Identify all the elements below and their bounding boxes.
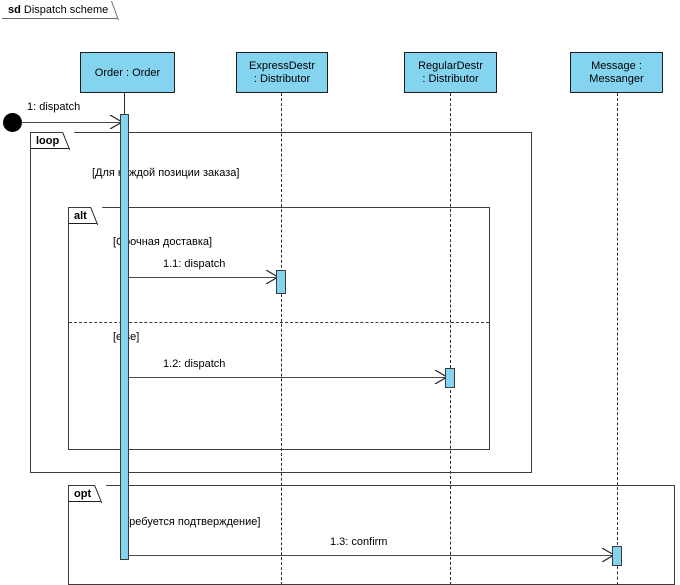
activation-express-distributor[interactable] xyxy=(276,270,286,294)
diagram-kind-keyword: sd xyxy=(8,4,21,16)
diagram-title: Dispatch scheme xyxy=(23,4,109,16)
activation-messenger[interactable] xyxy=(612,546,622,566)
found-message-start-dot xyxy=(3,113,22,132)
lifeline-express-line1: ExpressDestr xyxy=(248,60,316,72)
message-line-dispatch-regular[interactable] xyxy=(129,377,448,378)
lifeline-head-messenger[interactable]: Message : Messanger xyxy=(570,52,663,93)
lifeline-messenger-line1: Message : xyxy=(591,60,642,72)
lifeline-stem-express-lower xyxy=(281,294,282,585)
lifeline-stem-order xyxy=(124,93,125,114)
message-label-dispatch-express: 1.1: dispatch xyxy=(163,258,226,270)
lifeline-express-line2: : Distributor xyxy=(253,73,311,85)
alt-fragment-operator: alt xyxy=(69,208,102,224)
activation-regular-distributor[interactable] xyxy=(445,368,455,388)
lifeline-stem-express-upper xyxy=(281,93,282,278)
opt-fragment-guard: [Требуется подтверждение] xyxy=(120,516,261,528)
loop-fragment[interactable] xyxy=(30,132,532,473)
lifeline-regular-line1: RegularDestr xyxy=(418,60,483,72)
message-line-dispatch-found[interactable] xyxy=(21,122,122,123)
lifeline-order-line1: Order : Order xyxy=(94,66,161,79)
lifeline-regular-line2: : Distributor xyxy=(422,73,479,85)
lifeline-stem-regular-upper xyxy=(450,93,451,368)
lifeline-stem-messenger-lower xyxy=(617,566,618,585)
activation-order[interactable] xyxy=(120,114,129,560)
lifeline-stem-messenger-upper xyxy=(617,93,618,545)
message-line-dispatch-express[interactable] xyxy=(129,277,279,278)
lifeline-head-regular-distributor[interactable]: RegularDestr : Distributor xyxy=(404,52,497,93)
loop-fragment-guard: [Для каждой позиции заказа] xyxy=(92,167,240,179)
message-label-dispatch-found: 1: dispatch xyxy=(27,101,81,113)
lifeline-head-order[interactable]: Order : Order xyxy=(80,52,175,93)
opt-fragment[interactable] xyxy=(68,485,675,585)
alt-fragment[interactable] xyxy=(68,207,490,450)
loop-fragment-operator: loop xyxy=(31,133,75,149)
lifeline-messenger-line2: Messanger xyxy=(589,73,644,85)
lifeline-head-express-distributor[interactable]: ExpressDestr : Distributor xyxy=(236,52,328,93)
opt-fragment-operator: opt xyxy=(69,486,107,502)
diagram-frame-tab: sd Dispatch scheme xyxy=(2,2,126,19)
message-label-confirm-messenger: 1.3: confirm xyxy=(330,536,388,548)
alt-fragment-guard: [Срочная доставка] xyxy=(113,236,213,248)
alt-fragment-divider xyxy=(69,322,489,323)
message-line-confirm-messenger[interactable] xyxy=(129,555,615,556)
message-label-dispatch-regular: 1.2: dispatch xyxy=(163,358,226,370)
